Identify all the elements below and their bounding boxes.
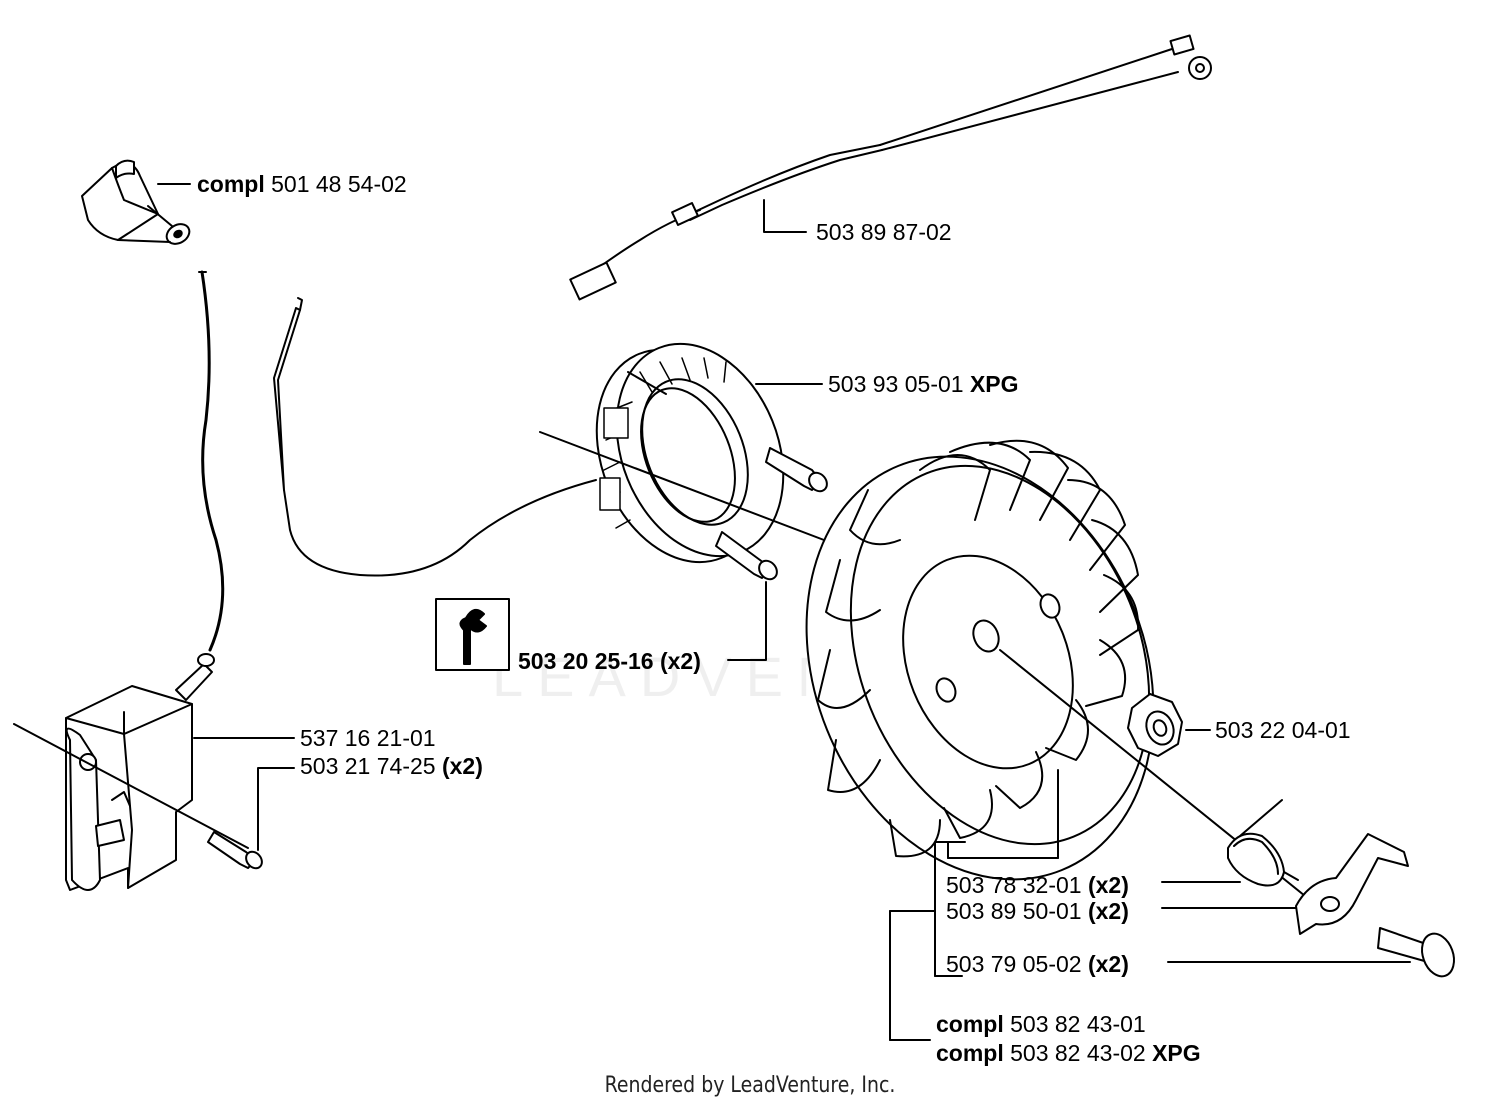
label-stator-coil: 503 93 05-01 XPG xyxy=(828,371,1019,397)
stator-coil xyxy=(273,297,823,577)
label-pawl-spring: 503 78 32-01 (x2) xyxy=(946,872,1129,898)
label-flywheel-2: compl 503 82 43-02 XPG xyxy=(936,1040,1201,1066)
torque-info-icon xyxy=(435,598,510,671)
pawl-pin xyxy=(1167,927,1455,978)
label-module-screw: 503 21 74-25 (x2) xyxy=(300,753,483,779)
wire-harness xyxy=(569,34,1212,301)
ignition-module xyxy=(13,653,295,891)
coil-screws xyxy=(539,431,846,661)
pawl-spring xyxy=(1161,799,1299,887)
label-starter-pawl: 503 89 50-01 (x2) xyxy=(946,898,1129,924)
label-coil-screw: 503 20 25-16 (x2) xyxy=(518,648,701,674)
label-flywheel-1: compl 503 82 43-01 xyxy=(936,1011,1146,1037)
label-flywheel-nut: 503 22 04-01 xyxy=(1215,717,1351,743)
flywheel xyxy=(805,439,1311,901)
label-wire-harness: 503 89 87-02 xyxy=(816,219,952,245)
flywheel-nut xyxy=(1127,693,1211,757)
label-brackets xyxy=(889,842,963,1041)
footer-credit: Rendered by LeadVenture, Inc. xyxy=(604,1073,896,1098)
spark-plug-cap xyxy=(81,159,191,245)
label-spark-plug-cap: compl 501 48 54-02 xyxy=(197,171,407,197)
starter-pawl xyxy=(1161,833,1409,935)
label-ignition-module: 537 16 21-01 xyxy=(300,725,436,751)
label-pawl-pin: 503 79 05-02 (x2) xyxy=(946,951,1129,977)
ht-lead xyxy=(200,270,225,652)
